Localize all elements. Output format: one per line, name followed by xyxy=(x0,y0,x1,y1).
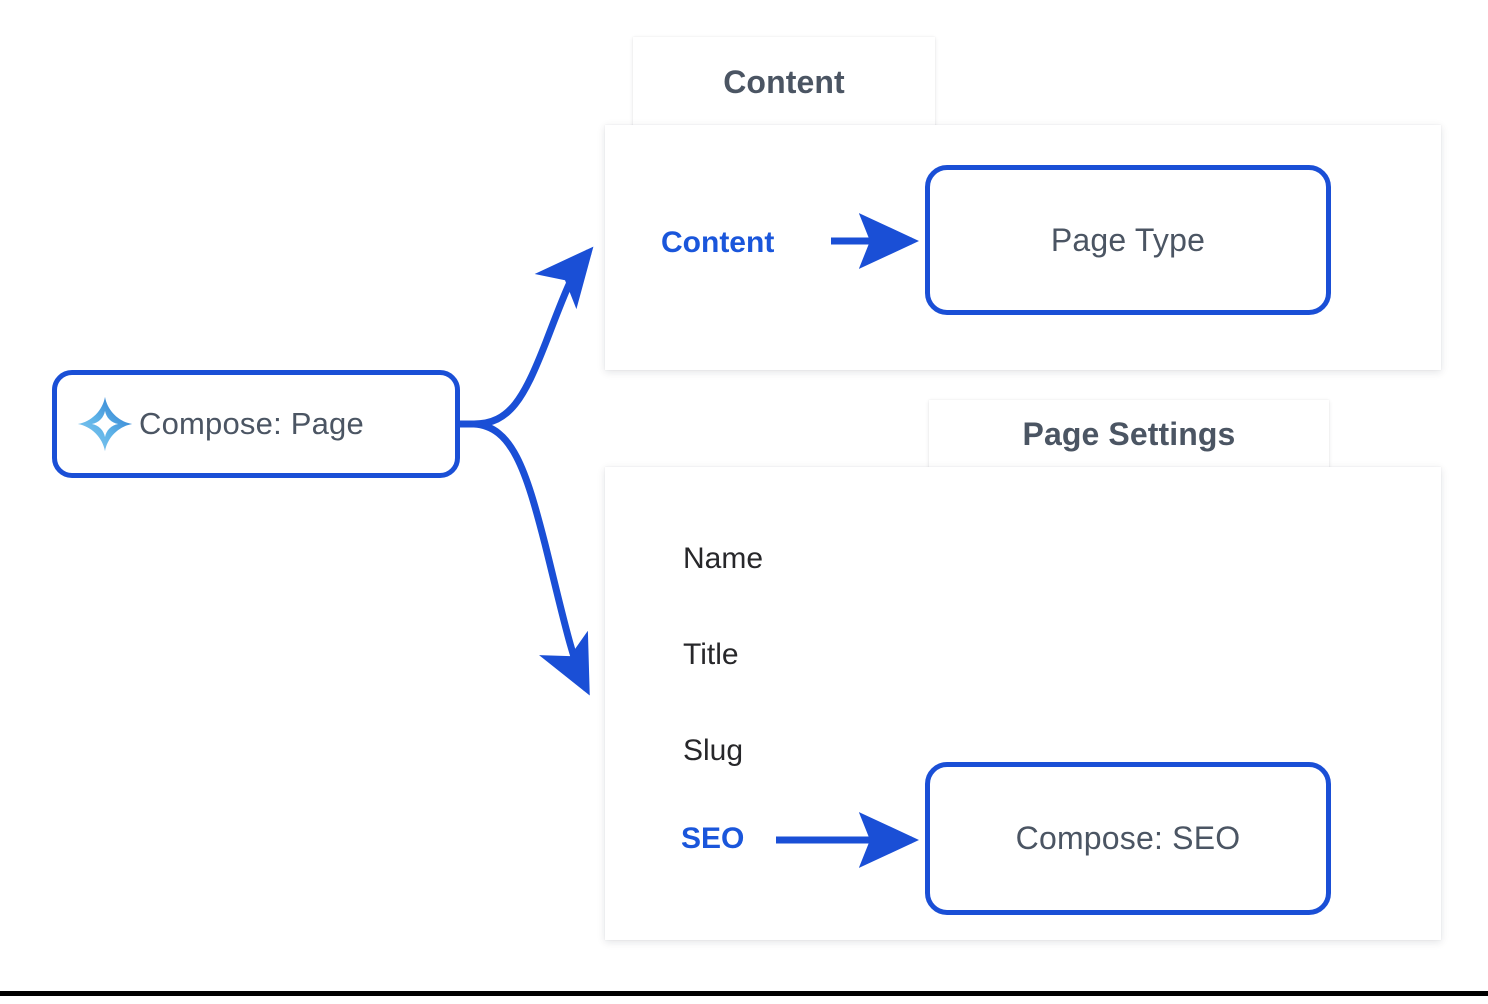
field-label-title: Title xyxy=(683,638,739,671)
field-link-seo[interactable]: SEO xyxy=(681,822,745,855)
content-panel-title-card: Content xyxy=(633,37,935,127)
node-compose-seo-label: Compose: SEO xyxy=(1015,820,1241,856)
settings-panel-title: Page Settings xyxy=(1022,415,1236,452)
node-compose-page[interactable]: Compose: Page xyxy=(52,370,460,478)
bottom-divider xyxy=(0,991,1488,996)
node-page-type[interactable]: Page Type xyxy=(925,165,1331,315)
field-label-name: Name xyxy=(683,542,764,575)
sparkle-icon xyxy=(77,396,133,452)
connector-compose-page-to-content xyxy=(470,246,594,428)
node-page-type-label: Page Type xyxy=(1050,221,1206,258)
node-compose-seo[interactable]: Compose: SEO xyxy=(925,762,1331,915)
settings-panel-title-card: Page Settings xyxy=(929,400,1329,468)
connector-compose-page-to-settings xyxy=(470,420,590,696)
field-label-slug: Slug xyxy=(683,734,744,767)
content-panel-title: Content xyxy=(723,63,845,100)
node-compose-page-label: Compose: Page xyxy=(139,406,364,441)
field-link-content[interactable]: Content xyxy=(661,226,775,259)
